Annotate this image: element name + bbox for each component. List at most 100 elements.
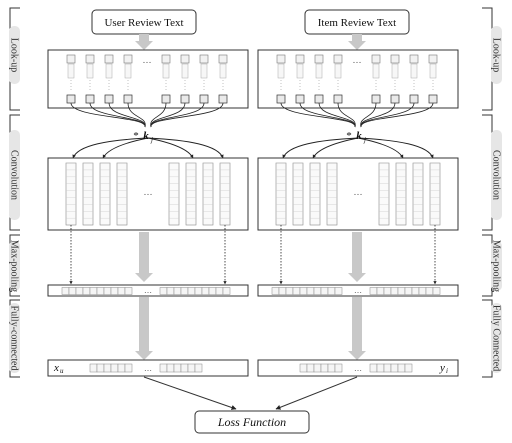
user-feature-map xyxy=(219,162,231,226)
label-pill-right-1 xyxy=(491,130,502,220)
item-kernel-input-curve xyxy=(337,102,356,128)
user-maxpool-cell xyxy=(61,287,70,295)
user-embedding-cell xyxy=(219,63,227,79)
item-embedding-cell xyxy=(314,94,324,104)
item-feature-map-frame xyxy=(429,162,441,226)
user-maxpool-cell xyxy=(68,287,77,295)
user-embedding-cell xyxy=(161,54,171,64)
item-feature-map xyxy=(309,162,321,226)
stage-label-lookup: Look-up xyxy=(9,38,20,72)
user-maxpool-cell xyxy=(166,287,175,295)
item-maxpool-cell xyxy=(299,287,308,295)
user-fc-cell xyxy=(194,363,203,373)
bracket-right-1 xyxy=(482,114,493,231)
user-embedding-cell xyxy=(66,94,76,104)
user-vector-subscript: u xyxy=(60,367,64,375)
kernel-operator-right: * xyxy=(346,130,352,142)
item-kernel-output-curve xyxy=(357,137,434,159)
kernel-label-right: * k j xyxy=(346,130,366,144)
user-maxpool-cell xyxy=(208,287,217,295)
item-embedding-cell xyxy=(296,63,304,79)
user-fc-cell xyxy=(124,363,133,373)
bracket-right-0 xyxy=(482,7,493,111)
user-maxpool-cell xyxy=(215,287,224,295)
user-feature-map xyxy=(82,162,94,226)
item-network: ………… xyxy=(257,49,459,377)
item-embedding-cell xyxy=(277,63,285,79)
item-maxpool-cell xyxy=(285,287,294,295)
bracket-right-3 xyxy=(482,299,493,378)
user-kernel-output-curve xyxy=(147,137,194,159)
item-fc-cell xyxy=(404,363,413,373)
item-maxpool-cell xyxy=(292,287,301,295)
item-embedding-cell xyxy=(390,54,400,64)
item-embedding-cell xyxy=(371,94,381,104)
user-embedding-cell xyxy=(104,54,114,64)
user-lookup-box xyxy=(47,49,249,109)
item-maxpool-box xyxy=(257,284,459,297)
user-fc-cell xyxy=(187,363,196,373)
user-fc-cell xyxy=(180,363,189,373)
item-fc-cell xyxy=(320,363,329,373)
user-embedding-cell xyxy=(85,54,95,64)
user-pool-dots: … xyxy=(144,286,152,295)
label-pill-left-0 xyxy=(9,26,20,84)
item-maxpool-cell xyxy=(404,287,413,295)
item-embedding-column xyxy=(409,54,419,104)
item-maxpool-cell xyxy=(383,287,392,295)
user-embedding-cell xyxy=(105,63,113,79)
item-kernel-output-curve xyxy=(357,137,404,159)
user-fc-cell xyxy=(103,363,112,373)
item-maxpool-cell xyxy=(425,287,434,295)
item-maxpool-cell xyxy=(397,287,406,295)
item-feature-map-frame xyxy=(309,162,321,226)
user-embedding-column xyxy=(123,54,133,104)
user-maxpool-cell xyxy=(89,287,98,295)
item-feature-map xyxy=(292,162,304,226)
label-pill-right-2 xyxy=(491,241,502,291)
user-feature-map xyxy=(202,162,214,226)
item-fc-cell xyxy=(369,363,378,373)
item-maxpool-cell xyxy=(327,287,336,295)
item-embedding-cell xyxy=(429,63,437,79)
user-fc-cell xyxy=(89,363,98,373)
flow-arrows xyxy=(135,34,366,360)
user-feature-map-frame xyxy=(219,162,231,226)
item-kernel-input-curve xyxy=(280,102,356,128)
user-maxpool-cell xyxy=(173,287,182,295)
user-embedding-cell xyxy=(218,94,228,104)
item-embedding-cell xyxy=(333,94,343,104)
bracket-right-2 xyxy=(482,234,493,297)
user-vector-symbol: x xyxy=(53,362,59,374)
stage-label-fully-connected-right: Fully Connected xyxy=(491,305,502,371)
item-kernel-input-curve xyxy=(299,102,356,128)
user-feature-map xyxy=(65,162,77,226)
user-embedding-cell xyxy=(104,94,114,104)
user-vector-label: x u xyxy=(53,362,64,375)
user-fc-cell xyxy=(96,363,105,373)
item-kernel-input-curve xyxy=(360,102,434,128)
user-kernel-output-curve xyxy=(72,137,149,159)
item-feature-map xyxy=(275,162,287,226)
user-feature-map xyxy=(116,162,128,226)
user-embedding-cell xyxy=(86,63,94,79)
user-kernel-input-curve xyxy=(150,102,224,128)
item-fc-cell xyxy=(313,363,322,373)
stage-labels: Look-up Convolution Max-pooling Fully-co… xyxy=(9,38,502,371)
user-kernel-output-curve xyxy=(102,137,149,159)
user-fc-cell xyxy=(110,363,119,373)
user-review-label: User Review Text xyxy=(104,17,183,29)
item-kernel-input-curve xyxy=(318,102,356,128)
item-feature-map xyxy=(429,162,441,226)
stage-label-fully-connected: Fully-connected xyxy=(9,306,20,371)
item-convolution-box xyxy=(257,157,459,231)
user-flow-arrow-input xyxy=(135,34,153,50)
user-embedding-column xyxy=(85,54,95,104)
item-embedding-cell xyxy=(333,54,343,64)
user-feature-map-frame xyxy=(202,162,214,226)
kernel-operator-left: * xyxy=(133,130,139,142)
user-maxpool-cell xyxy=(82,287,91,295)
user-maxpool-cell xyxy=(75,287,84,295)
user-fc-dots: … xyxy=(144,364,152,373)
